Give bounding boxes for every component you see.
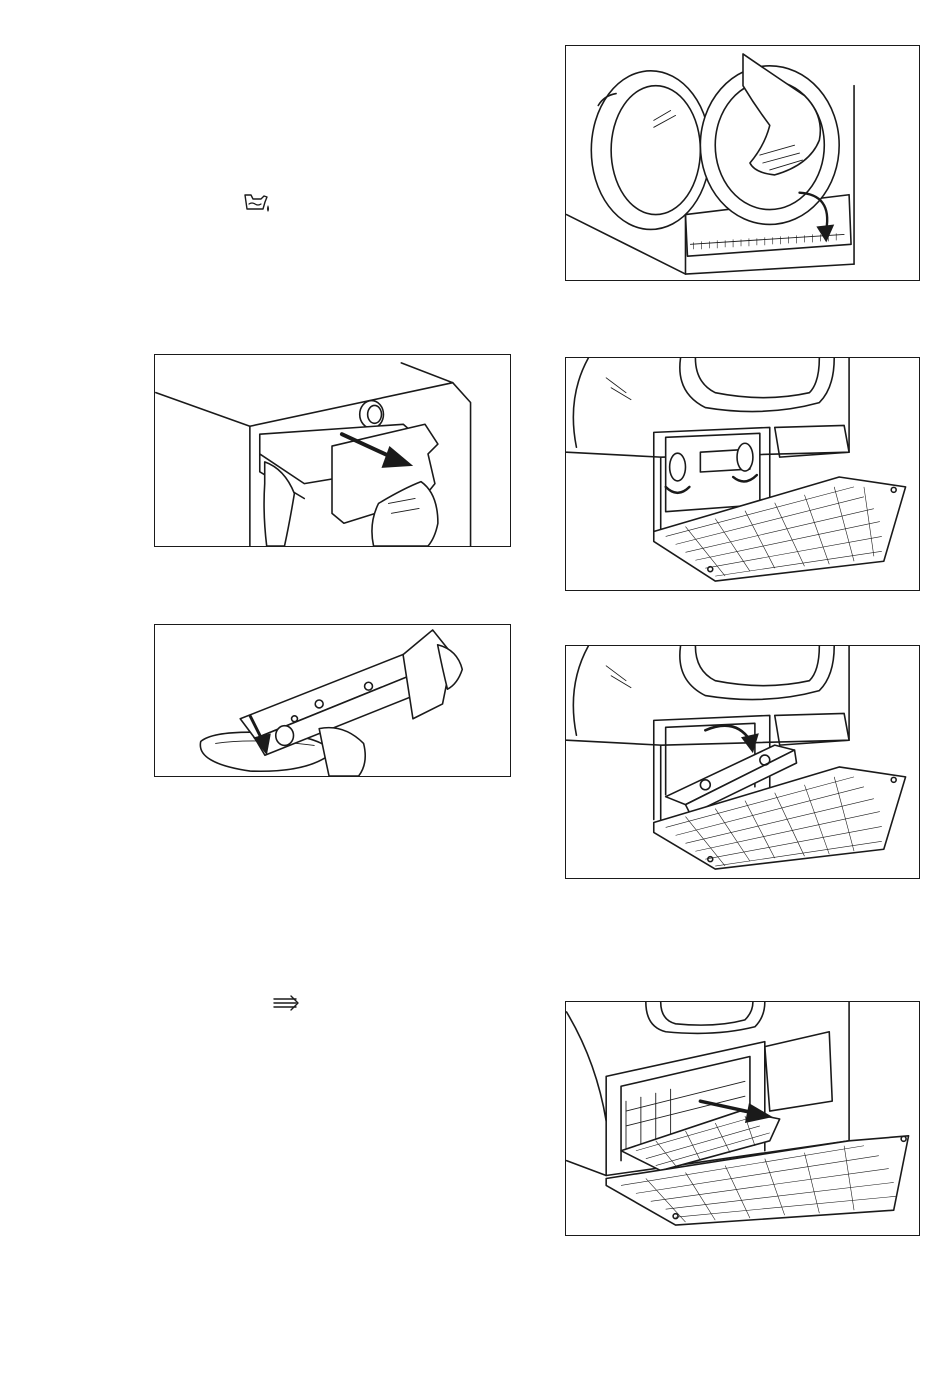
illustration-remove-water-container xyxy=(154,354,511,547)
illustration-open-door xyxy=(565,45,920,281)
illustration-pull-out-heat-exchanger xyxy=(565,1001,920,1236)
illustration-open-heat-exchanger-cover xyxy=(565,645,920,879)
illustration-empty-water-container xyxy=(154,624,511,777)
heat-exchanger-icon xyxy=(272,993,302,1013)
water-container-icon xyxy=(243,193,273,215)
illustration-unlock-heat-exchanger-cover xyxy=(565,357,920,591)
